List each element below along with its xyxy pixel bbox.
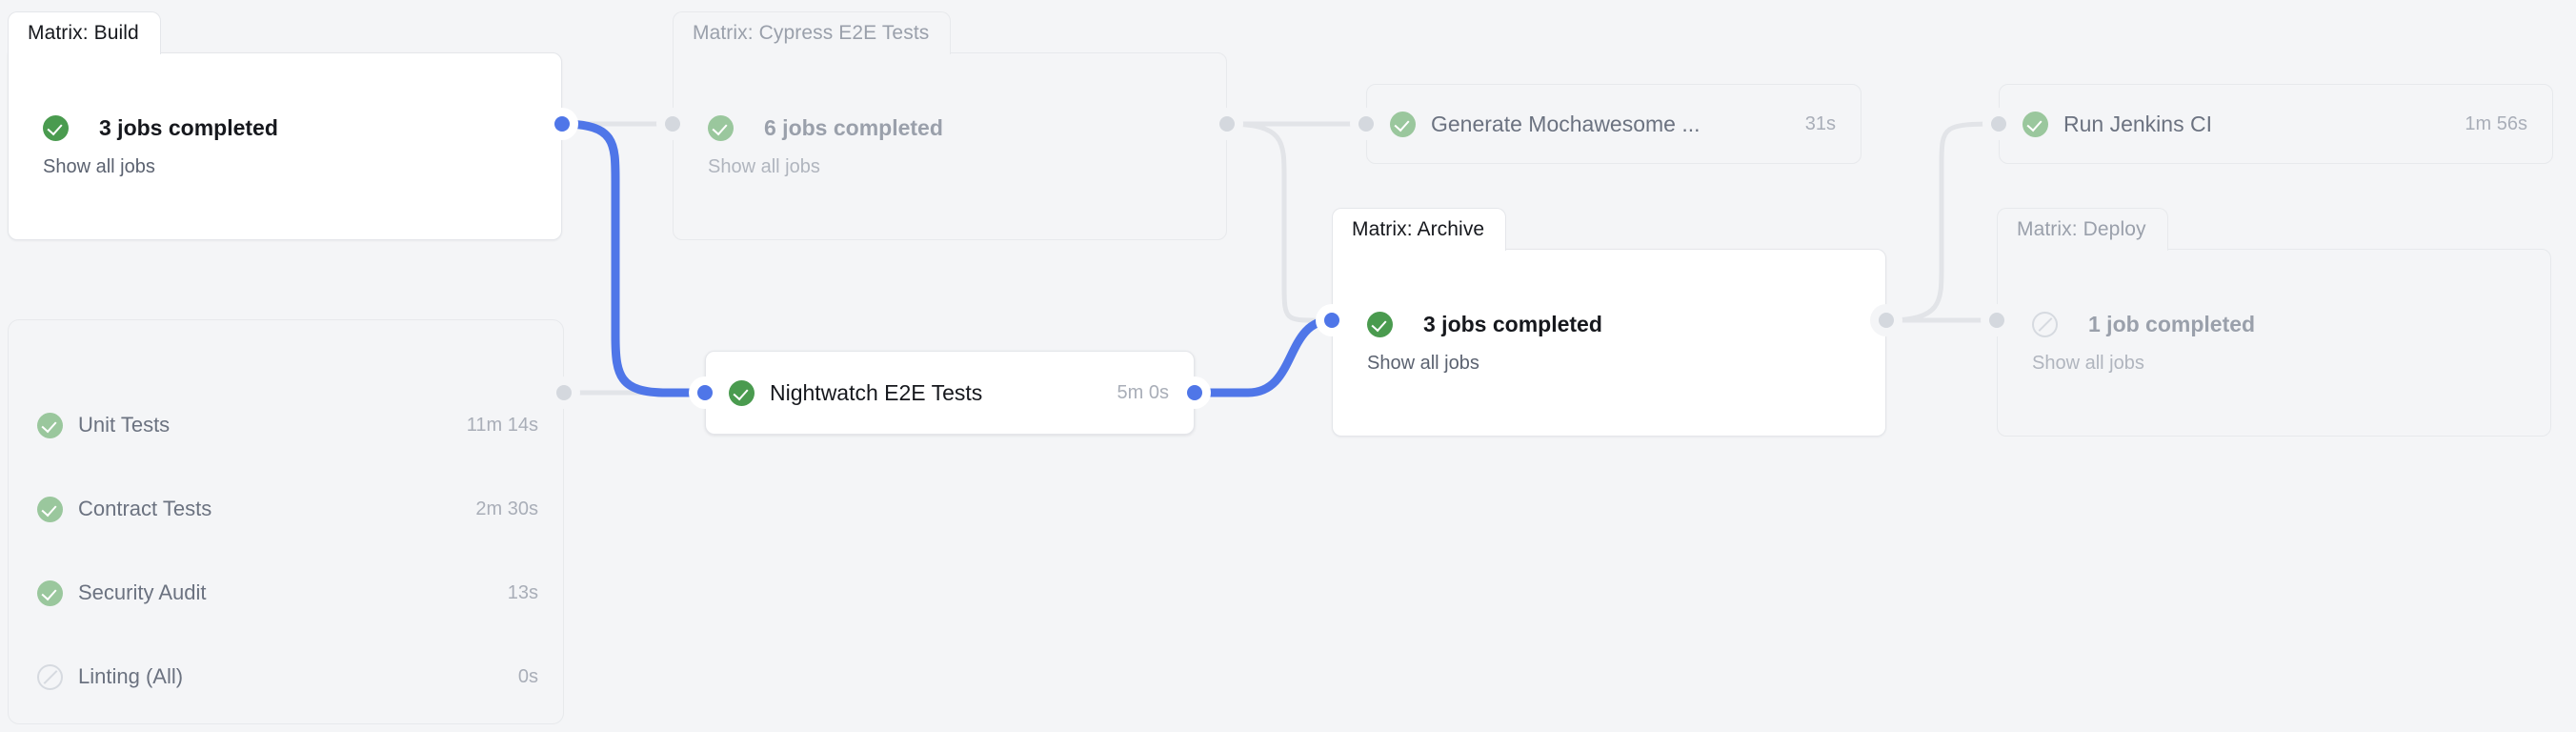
stage-tab-label: Matrix: Archive: [1352, 218, 1485, 240]
list-item[interactable]: Linting (All) 0s: [37, 656, 538, 698]
node-label: Generate Mochawesome ...: [1431, 111, 1701, 136]
job-name: Unit Tests: [78, 413, 171, 437]
edge-nightwatch-to-archive-highlighted: [1190, 315, 1337, 397]
stage-body-matrix-cypress: 6 jobs completed Show all jobs: [673, 52, 1227, 240]
port-dot: [1358, 116, 1374, 132]
stage-status-row: 3 jobs completed: [43, 114, 561, 141]
job-name: Linting (All): [78, 664, 184, 688]
port-dot: [1991, 116, 2006, 132]
port-jenkins-input[interactable]: [1982, 108, 2015, 140]
show-all-jobs-link[interactable]: Show all jobs: [2032, 352, 2144, 374]
job-name: Security Audit: [78, 580, 207, 604]
stage-matrix-deploy[interactable]: Matrix: Deploy 1 job completed Show all …: [1997, 208, 2551, 437]
port-job-panel-output[interactable]: [548, 376, 580, 409]
node-nightwatch-e2e-tests[interactable]: Nightwatch E2E Tests 5m 0s: [705, 351, 1195, 435]
stage-status-row: 3 jobs completed: [1367, 311, 1885, 337]
stage-body-matrix-deploy: 1 job completed Show all jobs: [1997, 249, 2551, 437]
node-label: Run Jenkins CI: [2063, 111, 2212, 136]
port-mochawesome-input[interactable]: [1350, 108, 1382, 140]
stage-matrix-archive[interactable]: Matrix: Archive 3 jobs completed Show al…: [1332, 208, 1886, 437]
node-run-jenkins-ci[interactable]: Run Jenkins CI 1m 56s: [1999, 84, 2553, 164]
port-dot: [1324, 313, 1339, 328]
edge-cypress-to-archive: [1226, 121, 1333, 323]
list-item[interactable]: Unit Tests 11m 14s: [37, 404, 538, 446]
port-dot: [1187, 385, 1202, 400]
job-duration: 0s: [517, 665, 538, 687]
job-name: Contract Tests: [78, 497, 212, 520]
stage-tab-matrix-archive[interactable]: Matrix: Archive: [1332, 208, 1507, 251]
stage-tab-matrix-build[interactable]: Matrix: Build: [8, 11, 161, 54]
stage-body-matrix-archive: 3 jobs completed Show all jobs: [1332, 249, 1886, 437]
port-matrix-archive-input[interactable]: [1316, 304, 1348, 336]
stage-tab-label: Matrix: Cypress E2E Tests: [693, 22, 930, 44]
port-dot: [556, 385, 572, 400]
stage-tab-matrix-cypress[interactable]: Matrix: Cypress E2E Tests: [673, 11, 952, 54]
edge-archive-to-jenkins: [1885, 121, 2000, 323]
port-dot: [1879, 313, 1894, 328]
port-dot: [1219, 116, 1235, 132]
port-matrix-deploy-input[interactable]: [1981, 304, 2013, 336]
list-item[interactable]: Security Audit 13s: [37, 572, 538, 614]
node-label: Nightwatch E2E Tests: [770, 379, 983, 405]
check-circle-icon: [708, 114, 734, 141]
stage-tab-matrix-deploy[interactable]: Matrix: Deploy: [1997, 208, 2168, 251]
node-generate-mochawesome[interactable]: Generate Mochawesome ... 31s: [1366, 84, 1862, 164]
job-duration: 13s: [507, 581, 538, 603]
stage-status-text: 6 jobs completed: [764, 114, 943, 140]
port-matrix-cypress-output[interactable]: [1211, 108, 1243, 140]
stage-status-text: 3 jobs completed: [1423, 311, 1602, 336]
check-circle-icon: [43, 114, 69, 141]
node-duration: 1m 56s: [2465, 112, 2527, 134]
job-list-panel: Unit Tests 11m 14s Contract Tests 2m 30s…: [8, 319, 564, 724]
check-circle-icon: [1367, 311, 1393, 337]
check-circle-icon: [729, 379, 755, 406]
port-dot: [1989, 313, 2004, 328]
port-nightwatch-input[interactable]: [689, 376, 721, 409]
stage-tab-label: Matrix: Deploy: [2017, 218, 2146, 240]
port-dot: [697, 385, 713, 400]
check-circle-icon: [37, 496, 63, 522]
skipped-circle-icon: [2032, 311, 2058, 337]
check-circle-icon: [1390, 111, 1416, 137]
show-all-jobs-link[interactable]: Show all jobs: [43, 155, 155, 177]
stage-matrix-build[interactable]: Matrix: Build 3 jobs completed Show all …: [8, 11, 562, 240]
port-dot: [665, 116, 680, 132]
stage-tab-label: Matrix: Build: [28, 22, 139, 44]
show-all-jobs-link[interactable]: Show all jobs: [708, 155, 820, 177]
port-matrix-archive-output[interactable]: [1870, 304, 1902, 336]
port-matrix-build-output[interactable]: [546, 108, 578, 140]
show-all-jobs-link[interactable]: Show all jobs: [1367, 352, 1479, 374]
job-duration: 11m 14s: [466, 414, 538, 436]
stage-matrix-cypress[interactable]: Matrix: Cypress E2E Tests 6 jobs complet…: [673, 11, 1227, 240]
stage-status-text: 1 job completed: [2088, 311, 2256, 336]
node-duration: 5m 0s: [1117, 381, 1169, 403]
stage-status-text: 3 jobs completed: [99, 114, 278, 140]
stage-status-row: 1 job completed: [2032, 311, 2550, 337]
list-item[interactable]: Contract Tests 2m 30s: [37, 488, 538, 530]
port-matrix-cypress-input[interactable]: [656, 108, 689, 140]
check-circle-icon: [37, 412, 63, 438]
check-circle-icon: [2023, 111, 2048, 137]
node-duration: 31s: [1804, 112, 1836, 134]
stage-status-row: 6 jobs completed: [708, 114, 1226, 141]
port-dot: [554, 116, 570, 132]
job-duration: 2m 30s: [475, 498, 538, 519]
check-circle-icon: [37, 580, 63, 606]
skipped-circle-icon: [37, 663, 63, 690]
port-nightwatch-output[interactable]: [1178, 376, 1211, 409]
stage-body-matrix-build: 3 jobs completed Show all jobs: [8, 52, 562, 240]
